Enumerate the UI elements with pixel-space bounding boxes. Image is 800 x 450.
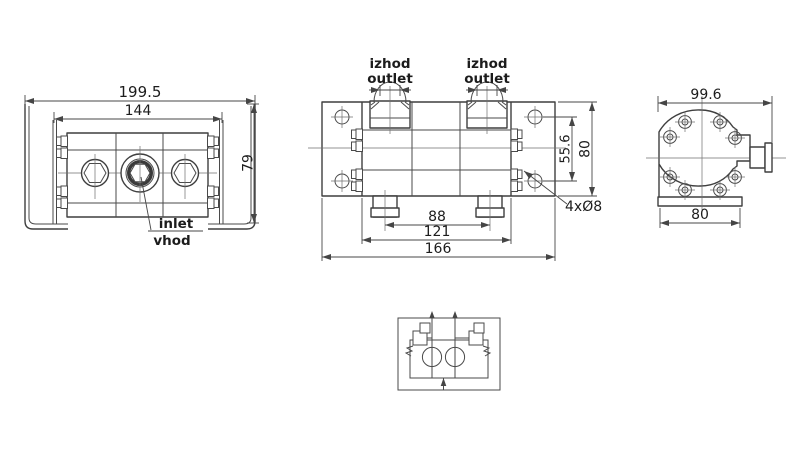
dim-121-label: 121: [424, 224, 451, 240]
side-base-plate: [657, 196, 743, 207]
top-mounting-plate: [321, 101, 556, 197]
top-view: izhod outlet izhod outlet 88 121: [308, 56, 602, 261]
dim-88-label: 88: [428, 209, 446, 225]
front-view: 199.5 144 79 inlet vhod: [24, 83, 259, 249]
side-dim-base: 80: [659, 207, 741, 228]
side-dim-overall: 99.6: [657, 87, 773, 142]
front-dim-height: 79: [241, 103, 259, 224]
dim-199-5-label: 199.5: [119, 83, 162, 101]
top-dim-plate-length: 166: [321, 198, 556, 261]
hole-callout-label: 4xØ8: [565, 199, 602, 215]
outlet-left-label-sl: izhod: [369, 56, 410, 72]
top-mounting-holes: [331, 106, 546, 192]
schematic-relief-valve-right: [455, 322, 492, 357]
side-body-outline: [658, 109, 751, 198]
schematic-inlet-arrow: [440, 378, 447, 386]
top-dim-hole-spacing: 55.6: [543, 116, 577, 182]
top-bottom-ports: [370, 190, 505, 231]
schematic-inner-circuit: [409, 339, 489, 379]
front-port-right: [170, 154, 200, 199]
schematic-relief-valve-left: [404, 322, 432, 357]
front-port-left: [80, 154, 110, 199]
top-outlet-port-right: [466, 81, 508, 134]
dim-55-6-label: 55.6: [559, 135, 574, 164]
top-body-bolts: [351, 128, 523, 192]
top-hole-callout: 4xØ8: [523, 170, 602, 215]
dim-144-label: 144: [125, 103, 152, 119]
outlet-right-label-sl: izhod: [466, 56, 507, 72]
schematic-enclosure: [397, 317, 501, 391]
side-bolts: [660, 112, 745, 200]
dim-80-side-label: 80: [691, 207, 709, 223]
front-inlet-callout: inlet vhod: [140, 176, 203, 249]
front-dim-total-width: 199.5: [24, 83, 256, 108]
inlet-label-en: inlet: [159, 216, 194, 232]
inlet-label-sl: vhod: [153, 233, 190, 249]
top-dim-port-spacing: 88: [385, 209, 490, 228]
front-dim-mount-width: 144: [53, 103, 223, 123]
dim-80-top-label: 80: [578, 140, 594, 158]
front-left-bracket: [24, 104, 68, 230]
front-port-inlet: [120, 146, 160, 202]
side-view: 99.6 80: [646, 87, 786, 228]
side-shaft: [749, 142, 773, 173]
front-body-bolts: [56, 135, 219, 209]
dim-79-label: 79: [241, 154, 257, 172]
hydraulic-schematic: [397, 311, 501, 391]
schematic-outlet-arrow-right: [452, 311, 458, 319]
top-dim-body-length: 121: [361, 198, 512, 244]
dim-99-6-label: 99.6: [690, 87, 721, 103]
top-dim-plate-width: 80: [558, 101, 597, 197]
top-outlet-port-left: [369, 81, 411, 134]
outlet-left-label-en: outlet: [367, 71, 413, 87]
dim-166-label: 166: [425, 241, 452, 257]
outlet-right-label-en: outlet: [464, 71, 510, 87]
schematic-outlet-arrow-left: [429, 311, 435, 319]
